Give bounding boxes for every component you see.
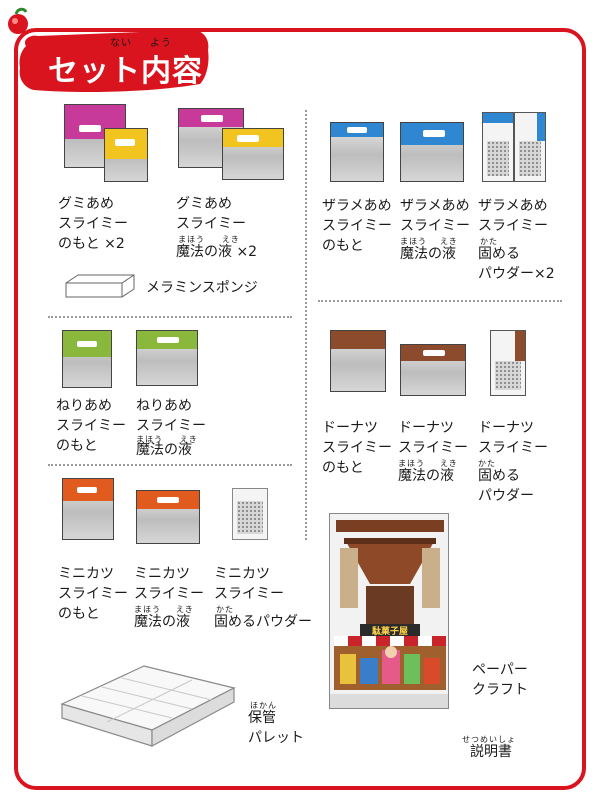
gummy-item2-last: 魔法の液 ×2 xyxy=(176,244,258,260)
gummy-item2-label: グミあめ スライミー xyxy=(176,196,246,232)
paper-craft-image: 駄菓子屋 xyxy=(329,513,449,709)
title-ruby-2: よう xyxy=(150,38,172,49)
manual-ruby: せつめいしょ xyxy=(462,735,516,744)
title-ruby-1: ない xyxy=(110,38,132,49)
donut-item1-label: ドーナツ スライミー のもと xyxy=(322,420,392,476)
content-frame xyxy=(14,28,586,790)
neri-ruby-mahou: まほう xyxy=(136,435,163,444)
donut-ruby-eki: えき xyxy=(440,459,458,468)
minikatsu-ruby-kata: かた xyxy=(216,605,234,614)
zarame-liquid-pouch-icon xyxy=(400,122,464,182)
donut-liquid-pouch-icon xyxy=(400,344,466,396)
zarame-item3-last: 固める パウダー×2 xyxy=(478,246,555,282)
pouch-icon xyxy=(222,128,284,180)
zarame-item2-label: ザラメあめ スライミー xyxy=(400,198,470,234)
title-badge: ない よう セット内容 xyxy=(4,6,214,100)
paper-craft-label: ペーパー クラフト xyxy=(472,662,528,698)
neri-item2-last: 魔法の液 xyxy=(136,442,192,458)
zarame-ruby-kata: かた xyxy=(480,237,498,246)
storage-case-icon xyxy=(60,665,236,748)
minikatsu-ruby-mahou: まほう xyxy=(134,605,161,614)
minikatsu-item1-label: ミニカツ スライミー のもと xyxy=(58,566,128,622)
divider-left-1 xyxy=(48,316,292,318)
neri-liquid-pouch-icon xyxy=(136,330,198,386)
donut-item3-label: ドーナツ スライミー xyxy=(478,420,548,456)
gummy-ruby-mahou: まほう xyxy=(178,235,205,244)
manual-label: 説明書 xyxy=(470,744,512,760)
minikatsu-item3-last: 固めるパウダー xyxy=(214,614,312,630)
zarame-ruby-eki: えき xyxy=(440,237,458,246)
sponge-label: メラミンスポンジ xyxy=(146,280,258,296)
minikatsu-item2-last: 魔法の液 xyxy=(134,614,190,630)
pouch-icon xyxy=(64,104,126,168)
divider-vertical xyxy=(305,110,307,540)
neri-ruby-eki: えき xyxy=(180,435,198,444)
paper-craft-illustration xyxy=(330,514,448,708)
powder-pack-icon xyxy=(232,488,268,540)
powder-pack-icon xyxy=(490,330,526,396)
zarame-item2-last: 魔法の液 xyxy=(400,246,456,262)
neri-item1-label: ねりあめ スライミー のもと xyxy=(56,398,126,454)
donut-ruby-mahou: まほう xyxy=(398,459,425,468)
minikatsu-liquid-pouch-icon xyxy=(136,490,200,544)
neri-base-pouch-icon xyxy=(62,330,112,388)
donut-ruby-kata: かた xyxy=(478,459,496,468)
zarame-ruby-mahou: まほう xyxy=(400,237,427,246)
gummy-ruby-eki: えき xyxy=(222,235,240,244)
case-ruby: ほかん xyxy=(250,701,277,710)
donut-item2-last: 魔法の液 xyxy=(398,468,454,484)
zarame-base-pouch-icon xyxy=(330,122,384,182)
donut-base-pouch-icon xyxy=(330,330,386,392)
powder-pack-icon xyxy=(482,112,514,182)
craft-sign: 駄菓子屋 xyxy=(371,627,408,637)
powder-pack-icon xyxy=(514,112,546,182)
title-banner-shape xyxy=(8,7,209,92)
gummy-item1-label: グミあめ スライミー のもと ×2 xyxy=(58,196,128,252)
donut-item2-label: ドーナツ スライミー xyxy=(398,420,468,456)
storage-case-label: 保管 パレット xyxy=(248,710,304,746)
zarame-item1-label: ザラメあめ スライミー のもと xyxy=(322,198,392,254)
minikatsu-base-pouch-icon xyxy=(62,478,114,540)
page-title: セット内容 xyxy=(48,54,203,89)
minikatsu-item2-label: ミニカツ スライミー xyxy=(134,566,204,602)
divider-right-1 xyxy=(318,300,562,302)
sponge-icon xyxy=(65,274,135,298)
neri-item2-label: ねりあめ スライミー xyxy=(136,398,206,434)
zarame-item3-label: ザラメあめ スライミー xyxy=(478,198,548,234)
pouch-icon xyxy=(104,128,148,182)
divider-left-2 xyxy=(48,464,292,466)
minikatsu-item3-label: ミニカツ スライミー xyxy=(214,566,284,602)
donut-item3-last: 固める パウダー xyxy=(478,468,534,504)
minikatsu-ruby-eki: えき xyxy=(176,605,194,614)
